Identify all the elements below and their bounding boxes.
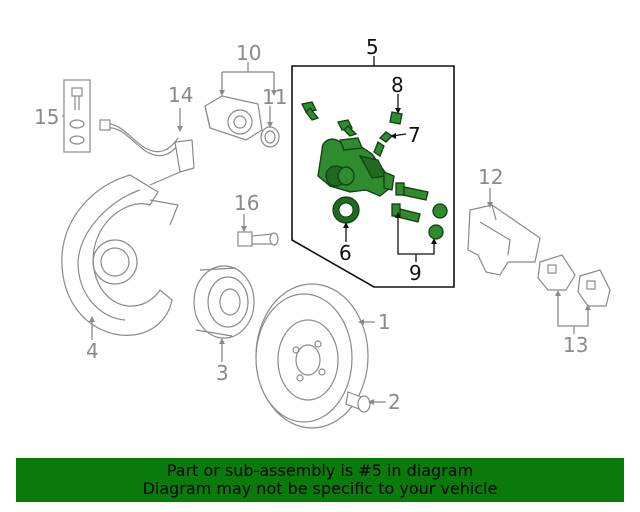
arrowheads — [89, 90, 591, 405]
hub-bearing — [193, 265, 255, 339]
leader-9 — [397, 214, 435, 262]
caliper-body — [317, 137, 395, 197]
dust-shield — [61, 174, 179, 336]
bleeder-cap — [389, 111, 403, 125]
callout-6: 6 — [339, 241, 352, 265]
fitting — [237, 231, 279, 247]
callout-8: 8 — [391, 73, 404, 97]
callout-7: 7 — [408, 123, 421, 147]
mounting-bolt-upper-left — [301, 101, 320, 121]
rotor-bolt — [345, 391, 371, 413]
callout-14: 14 — [168, 83, 193, 107]
guide-pin-bolts — [391, 182, 429, 223]
caliper-actuator — [204, 95, 263, 141]
piston-seal — [332, 196, 360, 224]
mounting-bolt-upper-mid — [337, 119, 358, 137]
brake-rotor — [255, 283, 369, 429]
guide-pin-caps — [428, 203, 448, 240]
callout-5: 5 — [366, 35, 379, 59]
callout-2: 2 — [388, 390, 401, 414]
callout-10: 10 — [236, 41, 261, 65]
caliper-bracket — [467, 204, 541, 276]
parts-diagram: 10 11 14 15 16 4 3 1 2 12 13 5 8 7 6 9 — [34, 35, 611, 429]
brake-pads — [537, 254, 611, 307]
callout-11: 11 — [262, 85, 287, 109]
notice-banner: Part or sub-assembly is #5 in diagram Di… — [16, 458, 624, 502]
callout-16: 16 — [234, 191, 259, 215]
wear-sensor — [99, 119, 195, 186]
callout-13: 13 — [563, 333, 588, 357]
callout-1: 1 — [378, 310, 391, 334]
callout-12: 12 — [478, 165, 503, 189]
callout-4: 4 — [86, 339, 99, 363]
leader-13 — [557, 292, 589, 334]
leader-10 — [221, 62, 275, 94]
notice-line-disclaimer: Diagram may not be specific to your vehi… — [142, 479, 498, 498]
callout-15: 15 — [34, 105, 59, 129]
callout-9: 9 — [409, 261, 422, 285]
bolt-kit — [63, 79, 91, 153]
actuator-seal — [260, 126, 280, 148]
callout-3: 3 — [216, 361, 229, 385]
notice-line-part: Part or sub-assembly is #5 in diagram — [166, 461, 474, 480]
